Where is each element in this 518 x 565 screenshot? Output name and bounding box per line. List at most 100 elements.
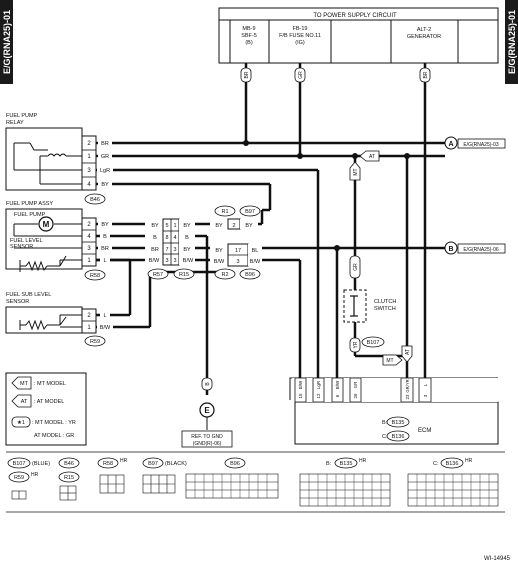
junction-id-r1-badge xyxy=(214,205,236,217)
clutch-label-1: CLUTCH xyxy=(374,299,396,305)
junction-id-r2: R2 xyxy=(221,272,228,278)
at-tag-top-text: AT xyxy=(369,154,375,160)
junction-r1-w1: BY xyxy=(151,223,159,229)
conn-view-b136-hr: HR xyxy=(465,458,473,464)
junction-id-b97-badge xyxy=(239,205,261,217)
relay-pin-4: 4 xyxy=(87,182,91,188)
ground-wire: B xyxy=(205,382,211,386)
ground-ref-1: REF. TO GND xyxy=(191,434,223,440)
r2-wire-top-left: BY xyxy=(215,248,223,254)
ground-ref-2: (GND(R)-06) xyxy=(193,441,222,447)
clutch-label-2: SWITCH xyxy=(374,306,396,312)
power-src1-line3: (B) xyxy=(245,40,253,46)
junction-r1-w2: BY xyxy=(183,223,191,229)
junction-r1-p2: 1 xyxy=(173,223,176,229)
relay-connector-id-badge xyxy=(84,193,106,205)
ecm-pin-4: 26 xyxy=(353,393,358,399)
conn-view-b136-prefix: C: xyxy=(433,461,439,467)
ground-letter: E xyxy=(204,406,210,415)
r2-pin-top: 17 xyxy=(235,248,241,254)
r1-wire-right: BY xyxy=(245,223,253,229)
power-wire-1: BR xyxy=(244,71,250,78)
clutch-wire-top: GR xyxy=(353,263,359,271)
conn-view-r59-hr: HR xyxy=(31,472,39,478)
ref-a: A E/G(RNA25)-03 xyxy=(444,136,506,150)
r2-wire-bot-left: B/W xyxy=(214,259,225,265)
junction-r3-p2: 3 xyxy=(173,247,176,253)
ecm-wire-2: LgR xyxy=(316,380,321,389)
clutch-switch-box xyxy=(343,289,367,323)
pump-label: FUEL PUMP xyxy=(14,212,46,218)
sub-sensor-connector-id-badge xyxy=(84,335,106,347)
junction-r2-w1: B xyxy=(153,235,157,241)
mt-tag-top: MT xyxy=(349,161,361,181)
power-wire-labels: BR GR BR xyxy=(240,67,431,83)
figure-id: WI-14945 xyxy=(484,556,511,562)
junction-id-r15-badge xyxy=(173,268,195,280)
pump-motor-symbol: M xyxy=(43,220,50,229)
r2-wire-top-right: BL xyxy=(252,248,259,254)
relay-pin-2: 1 xyxy=(87,154,91,160)
at-tag-bottom: AT xyxy=(401,345,413,363)
ref-a-letter: A xyxy=(448,141,453,148)
r1-connector xyxy=(210,218,258,230)
conn-view-b107-color: (BLUE) xyxy=(32,461,50,467)
power-supply-box xyxy=(218,7,499,64)
ecm-conn2-prefix: C: xyxy=(382,434,388,440)
legend-at-tag-text: AT xyxy=(21,399,28,405)
clutch-wire-bottom: YR xyxy=(353,341,359,348)
conn-view-b136-badge xyxy=(440,457,464,469)
power-wire-3: BR xyxy=(423,71,429,78)
mt-tag-bottom-text: MT xyxy=(386,358,393,364)
ref-b: B E/G(RNA25)-06 xyxy=(444,241,506,255)
r2-pin-bot: 3 xyxy=(236,259,239,265)
ecm-wire-5: GR/YR xyxy=(405,379,410,392)
conn-view-b136: B136 xyxy=(446,461,459,467)
ref-b-text: E/G(RNA25)-06 xyxy=(463,247,499,253)
pump-wire-4: L xyxy=(103,258,106,264)
relay-internals xyxy=(13,142,82,185)
relay-wire-2: GR xyxy=(101,154,109,160)
legend-star: ★1 xyxy=(17,419,25,426)
relay-box xyxy=(5,127,83,191)
power-src3-line2: GENERATOR xyxy=(407,34,441,40)
ecm-wire-4: GR xyxy=(353,381,358,389)
conn-view-b135-prefix: B: xyxy=(326,461,332,467)
legend-at-text: : AT MODEL xyxy=(34,399,64,405)
clutch-connector-id-badge xyxy=(361,336,385,348)
r1-wire-left: BY xyxy=(215,223,223,229)
conn-view-b46-badge xyxy=(58,457,80,469)
conn-view-b107: B107 xyxy=(13,461,26,467)
junction-dots xyxy=(243,140,410,251)
conn-view-b97-color: (BLACK) xyxy=(165,461,187,467)
ecm-conn1-id-badge xyxy=(386,416,410,428)
pump-wire-2: B xyxy=(103,234,107,240)
junction-id-r57: R57 xyxy=(153,272,163,278)
conn-view-r58: R58 xyxy=(103,461,113,467)
conn-view-r15: R15 xyxy=(64,475,74,481)
sub-sensor-pin-2: 1 xyxy=(87,325,91,331)
sub-sensor-connector-id: R59 xyxy=(90,339,100,345)
pump-pin-4: 1 xyxy=(87,258,91,264)
pump-motor-circle xyxy=(38,216,54,232)
relay-wire-3: LgR xyxy=(100,168,110,174)
relay-pin-1: 2 xyxy=(87,141,91,147)
legend-star-text-1: : MT MODEL : YR xyxy=(32,420,76,426)
conn-view-b135-hr: HR xyxy=(359,458,367,464)
ecm-wire-3: B/W xyxy=(335,380,340,389)
junction-id-r57-badge xyxy=(147,268,169,280)
pump-wire-1: BY xyxy=(101,222,109,228)
conn-view-r58-badge xyxy=(97,457,119,469)
conn-view-b96-badge xyxy=(224,457,246,469)
sub-sensor-internals xyxy=(19,314,82,331)
power-src3-line1: ALT-2 xyxy=(417,27,431,33)
mt-tag-top-text: MT xyxy=(353,168,359,175)
power-title: TO POWER SUPPLY CIRCUIT xyxy=(313,13,397,19)
conn-view-b135-badge xyxy=(334,457,358,469)
relay-connector xyxy=(81,135,97,191)
ref-b-letter: B xyxy=(448,246,453,253)
ecm-pin-1: 15 xyxy=(298,393,303,399)
junction-id-b97: B97 xyxy=(245,209,255,215)
conn-view-b46: B46 xyxy=(64,461,74,467)
